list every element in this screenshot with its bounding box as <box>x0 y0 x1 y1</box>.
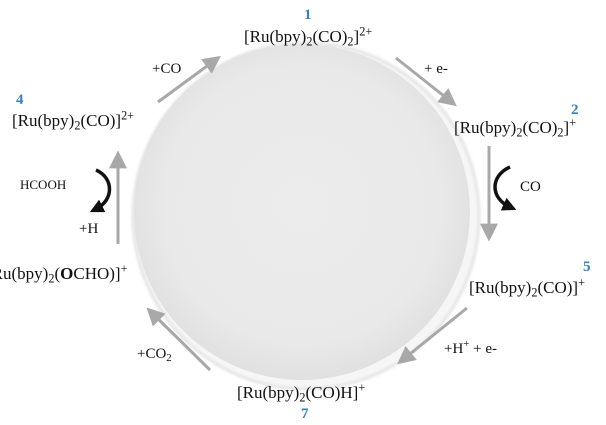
species-7-number: 7 <box>301 406 309 422</box>
arrow-5-to-7 <box>397 306 468 365</box>
species-4-number: 4 <box>16 92 24 108</box>
species-1-number: 1 <box>304 7 312 23</box>
reagent-proton-electron-5-7: +H+ + e- <box>444 338 498 357</box>
arrow-7-to-formate <box>146 307 212 372</box>
reagent-co2-7-formate: +CO2 <box>137 346 172 365</box>
species-1-formula: [Ru(bpy)2(CO)2]2+ <box>244 24 373 49</box>
species-7-formula: [Ru(bpy)2(CO)H]+ <box>237 380 366 405</box>
species-2-number: 2 <box>571 102 579 118</box>
species-5-number: 5 <box>583 259 591 275</box>
reagent-h-formate-4: +H <box>79 221 99 237</box>
species-2-formula: [Ru(bpy)2(CO)2]+ <box>454 115 577 140</box>
catalytic-cycle-disc <box>134 44 470 380</box>
species-4-formula: [Ru(bpy)2(CO)]2+ <box>12 108 135 133</box>
species-5-formula: [Ru(bpy)2(CO)]+ <box>469 275 585 300</box>
reagent-co-4-1: +CO <box>152 61 182 77</box>
curved-arrow-hcooh-release <box>89 168 112 213</box>
arrow-4-to-1 <box>157 55 221 104</box>
reagent-hcooh-release: HCOOH <box>20 177 67 192</box>
arrow-1-to-2 <box>395 56 457 107</box>
reagent-electron-1-2: + e- <box>424 61 448 77</box>
curved-arrow-co-uptake <box>493 165 517 211</box>
reagent-co-2-5: CO <box>520 179 541 195</box>
species-formate-formula: [Ru(bpy)2(OCHO)]+ <box>0 261 128 286</box>
